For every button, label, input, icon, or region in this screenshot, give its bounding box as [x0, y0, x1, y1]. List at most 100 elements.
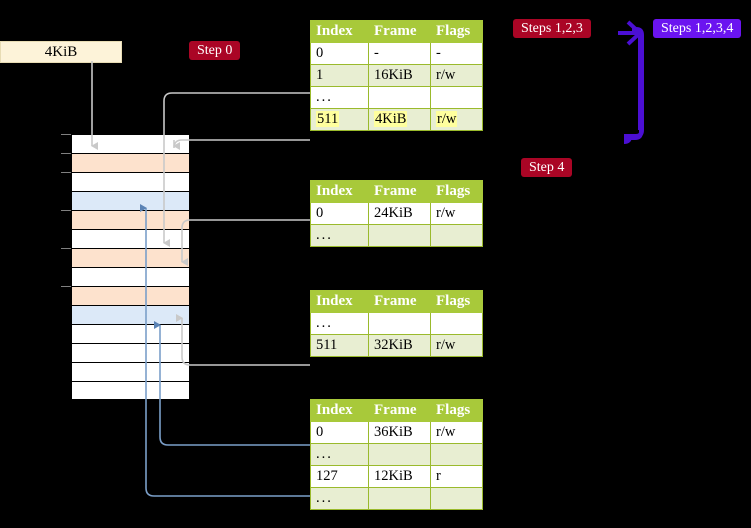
- memory-frame-row: [71, 286, 190, 305]
- badge-step-4: Step 4: [521, 158, 573, 177]
- arrow-steps-bracket: [624, 27, 644, 138]
- table-cell: r/w: [430, 334, 483, 357]
- table-cell: 1: [310, 64, 369, 87]
- highlighted-value: r/w: [436, 111, 458, 127]
- table-cell: [368, 487, 431, 510]
- table-cell: 0: [310, 202, 369, 225]
- table-cell: -: [430, 42, 483, 65]
- table-cell: r/w: [430, 64, 483, 87]
- wire-t2-row0: [181, 219, 310, 266]
- ellipsis: ...: [316, 89, 333, 105]
- badge-steps-1-2-3-4: Steps 1,2,3,4: [653, 19, 742, 38]
- memory-frame-grid: [71, 134, 190, 412]
- table-cell: [430, 443, 483, 466]
- table-cell: ...: [310, 487, 369, 510]
- table-header-frame: Frame: [368, 290, 431, 313]
- table-header-flags: Flags: [430, 20, 483, 43]
- table-cell: 0: [310, 42, 369, 65]
- table-row: ...: [310, 312, 483, 335]
- memory-frame-row: [71, 343, 190, 362]
- table-row: ...: [310, 86, 483, 109]
- table-cell: [430, 224, 483, 247]
- table-header-frame: Frame: [368, 399, 431, 422]
- table-header-flags: Flags: [430, 399, 483, 422]
- wire-t3-row511: [176, 314, 310, 366]
- table-header-index: Index: [310, 20, 369, 43]
- memory-frame-row: [71, 324, 190, 343]
- table-row: 511 4KiB r/w: [310, 108, 483, 131]
- table-header-index: Index: [310, 290, 369, 313]
- table-cell: ...: [310, 86, 369, 109]
- table-cell: [368, 443, 431, 466]
- memory-frame-row: [71, 210, 190, 229]
- memory-frame-row: [71, 267, 190, 286]
- table-cell: [430, 487, 483, 510]
- table-cell: ...: [310, 443, 369, 466]
- highlighted-value: 511: [316, 111, 340, 127]
- table-header-index: Index: [310, 399, 369, 422]
- table-cell: 0: [310, 421, 369, 444]
- table-cell: r/w: [430, 202, 483, 225]
- memory-frame-row: [71, 305, 190, 324]
- table-cell: 36KiB: [368, 421, 431, 444]
- memory-frame-row: [71, 381, 190, 400]
- table-cell: 511: [310, 108, 369, 131]
- ellipsis: ...: [316, 490, 333, 506]
- wire-t1-row511-seg: [173, 139, 310, 149]
- table-cell: 127: [310, 465, 369, 488]
- arrow-head-violet: [618, 20, 642, 46]
- memory-frame-row: [71, 191, 190, 210]
- memory-frame-row: [71, 229, 190, 248]
- table-cell: [368, 224, 431, 247]
- memory-frame-row: [71, 362, 190, 381]
- table-header-frame: Frame: [368, 180, 431, 203]
- table-cell: 12KiB: [368, 465, 431, 488]
- table-header-flags: Flags: [430, 290, 483, 313]
- table-row: ...: [310, 443, 483, 466]
- table-cell: [430, 86, 483, 109]
- highlighted-value: 4KiB: [374, 111, 408, 127]
- grid-tick: [61, 153, 71, 154]
- table-cell: [368, 86, 431, 109]
- memory-frame-row: [71, 248, 190, 267]
- grid-tick: [61, 210, 71, 211]
- table-cell: 24KiB: [368, 202, 431, 225]
- ellipsis: ...: [316, 315, 333, 331]
- table-cell: -: [368, 42, 431, 65]
- table-cell: 4KiB: [368, 108, 431, 131]
- memory-frame-row: [71, 134, 190, 153]
- table-cell: [430, 312, 483, 335]
- table-cell: r/w: [430, 108, 483, 131]
- table-cell: ...: [310, 224, 369, 247]
- table-row: ...: [310, 487, 483, 510]
- table-header-flags: Flags: [430, 180, 483, 203]
- table-cell: r/w: [430, 421, 483, 444]
- grid-tick: [61, 134, 71, 135]
- grid-tick: [61, 286, 71, 287]
- table-header-index: Index: [310, 180, 369, 203]
- table-cell: ...: [310, 312, 369, 335]
- grid-tick: [61, 172, 71, 173]
- ellipsis: ...: [316, 446, 333, 462]
- grid-tick: [61, 248, 71, 249]
- badge-step-0: Step 0: [189, 41, 241, 60]
- table-cell: r: [430, 465, 483, 488]
- memory-frame-row: [71, 153, 190, 172]
- table-row: 0--: [310, 42, 483, 65]
- badge-steps-1-2-3: Steps 1,2,3: [513, 19, 591, 38]
- size-label-4kib: 4KiB: [0, 41, 122, 63]
- memory-frame-row: [71, 172, 190, 191]
- table-row: ...: [310, 224, 483, 247]
- ellipsis: ...: [316, 227, 333, 243]
- table-cell: [368, 312, 431, 335]
